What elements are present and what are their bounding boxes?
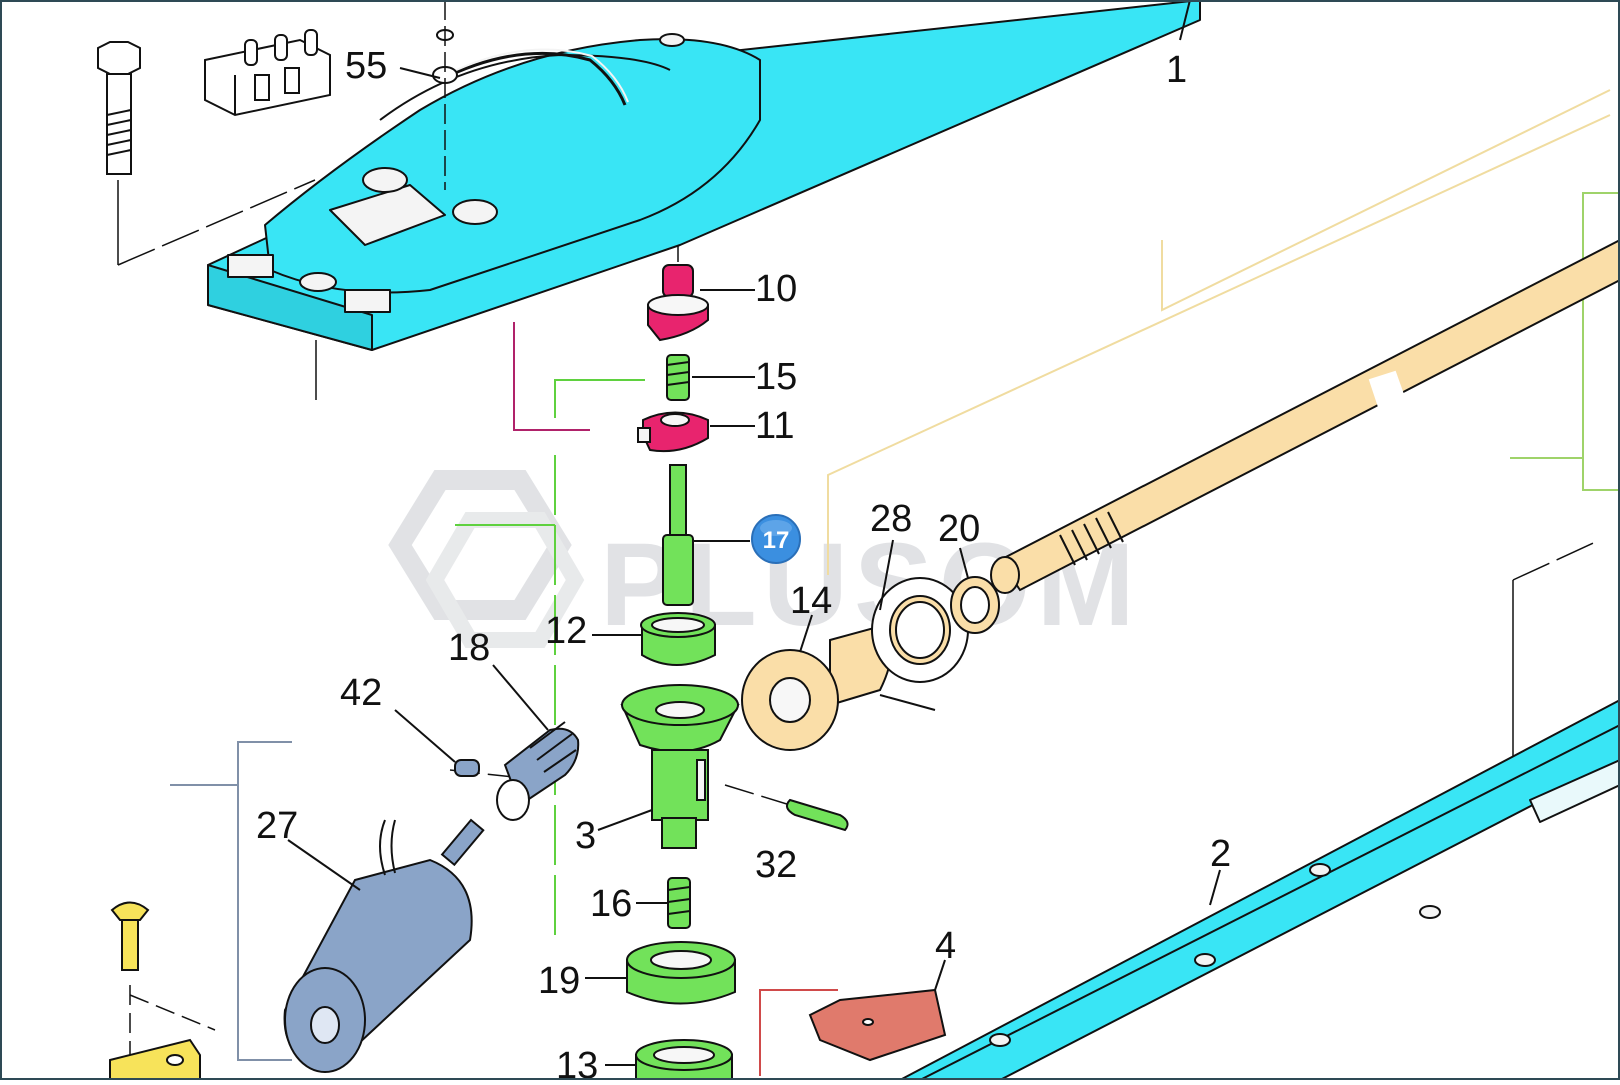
callout-11: 11 (755, 405, 794, 447)
leader-20 (959, 547, 969, 579)
housing-boss-left (362, 167, 408, 193)
leader-14 (799, 614, 813, 653)
lead-magenta-line (513, 322, 590, 431)
callout-16: 16 (590, 883, 632, 925)
part-4 (808, 988, 947, 1062)
bottom-bracket (109, 1038, 201, 1081)
leader-42 (394, 709, 456, 763)
housing-top-hole (659, 33, 685, 47)
part-18 (496, 721, 580, 821)
tan-shaft (990, 238, 1620, 594)
leader-4 (934, 959, 946, 991)
ring-terminal-55 (432, 0, 458, 190)
part-13 (635, 1039, 733, 1081)
part-rail-2 (899, 699, 1620, 1081)
part-3 (620, 684, 740, 849)
callout-55: 55 (345, 45, 387, 87)
callout-labels: 1 55 10 15 11 28 20 14 12 18 42 27 3 32 … (256, 45, 1231, 1085)
callout-10: 10 (755, 268, 797, 310)
part-12 (640, 612, 716, 666)
housing-plate (329, 184, 446, 246)
housing-slot-right (344, 289, 391, 313)
lead-tan-line-b (827, 114, 1611, 575)
leader-18 (492, 664, 549, 731)
pin-axis-line (724, 784, 791, 806)
lead-green-top-line (554, 379, 645, 418)
ground-wire (439, 51, 627, 106)
part-15 (666, 354, 690, 401)
housing-boss-right (452, 199, 498, 225)
callout-1: 1 (1166, 49, 1187, 91)
bolt-dash-line (117, 179, 316, 266)
badge-17-text: 17 (763, 527, 790, 554)
part-20 (950, 576, 1000, 634)
lead-slate-bracket (237, 741, 292, 1061)
screw-dash-line (129, 994, 216, 1031)
housing-slot-left (227, 254, 274, 278)
leader-27 (287, 839, 361, 891)
leader-55 (399, 67, 441, 79)
leader-28 (879, 539, 894, 611)
callout-20: 20 (938, 508, 980, 550)
part-14 (741, 623, 936, 751)
lead-tan-line-a (1161, 89, 1611, 312)
leader-2 (1209, 869, 1221, 906)
callout-27: 27 (256, 805, 298, 847)
lead-red-line (759, 989, 838, 1076)
part-32 (785, 798, 849, 832)
yellow-screw (110, 901, 150, 971)
part-10 (647, 264, 709, 342)
callout-28: 28 (870, 498, 912, 540)
callout-2: 2 (1210, 833, 1231, 875)
part-housing-1 (207, 0, 1201, 351)
callout-13: 13 (556, 1045, 598, 1080)
callout-4: 4 (935, 925, 956, 967)
callout-32: 32 (755, 844, 797, 886)
callout-leaders (287, 0, 1221, 1066)
plusom-logo-mark-icon (388, 470, 585, 648)
callout-3: 3 (575, 815, 596, 857)
hex-bolt (97, 41, 141, 175)
callout-14: 14 (790, 580, 832, 622)
part-42 (454, 759, 480, 777)
callout-19: 19 (538, 960, 580, 1002)
callout-42: 42 (340, 672, 382, 714)
terminal-block (204, 29, 331, 117)
part-11 (637, 411, 709, 453)
callout-12: 12 (545, 610, 587, 652)
lead-olive-bracket (1582, 192, 1620, 491)
part-28 (871, 577, 969, 683)
leader-1 (1179, 0, 1191, 41)
callout-15: 15 (755, 356, 797, 398)
grouping-lines (117, 89, 1620, 1076)
part-17 (662, 464, 694, 606)
part-19 (626, 941, 736, 1005)
leader-3 (597, 809, 653, 831)
housing-hole (299, 272, 337, 292)
part-27 (283, 818, 485, 1073)
rail-dash-line (1512, 539, 1601, 581)
part-17-badge[interactable]: 17 (751, 514, 801, 564)
part-16 (667, 877, 691, 929)
callout-18: 18 (448, 627, 490, 669)
